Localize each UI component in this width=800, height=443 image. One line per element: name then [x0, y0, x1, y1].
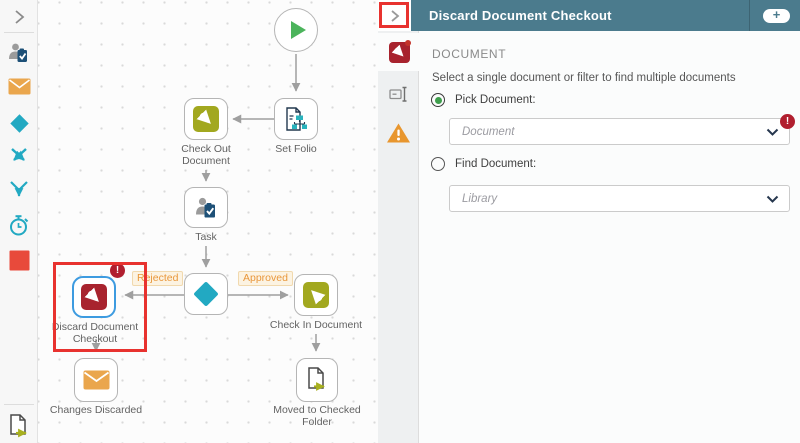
node-label: Check Out Document — [181, 143, 231, 168]
decision-icon[interactable] — [0, 112, 38, 135]
find-document-label: Find Document: — [455, 158, 537, 170]
check-in-icon — [303, 282, 329, 308]
split-paths-icon[interactable] — [0, 146, 38, 166]
node-discard-document-checkout[interactable] — [72, 276, 116, 318]
panel-tabstrip — [378, 31, 420, 443]
library-dropdown-placeholder: Library — [462, 192, 498, 205]
discard-checkout-icon — [388, 41, 410, 63]
shape-toolbar — [0, 0, 38, 443]
toolbar-divider — [4, 32, 34, 33]
panel-content: DOCUMENT Select a single document or fil… — [419, 31, 800, 443]
panel-collapse-button[interactable] — [378, 0, 411, 31]
node-label: Changes Discarded — [49, 404, 143, 416]
email-icon[interactable] — [0, 78, 38, 95]
library-dropdown[interactable]: Library — [449, 185, 790, 212]
decision-diamond-icon — [194, 282, 218, 306]
node-error-badge-icon — [110, 263, 125, 278]
pick-document-radio[interactable]: Pick Document: — [431, 93, 800, 107]
workflow-canvas[interactable]: Set Folio Check Out Document Task — [38, 0, 378, 443]
timer-icon[interactable] — [0, 214, 38, 238]
find-document-radio[interactable]: Find Document: — [431, 157, 800, 171]
toolbar-divider — [4, 404, 34, 405]
warning-icon — [387, 123, 410, 143]
pick-document-label: Pick Document: — [455, 94, 536, 106]
config-panel: Discard Document Checkout — [378, 0, 800, 443]
user-task-icon[interactable] — [0, 41, 38, 64]
node-label: Check In Document — [269, 319, 363, 331]
dropdown-error-badge-icon — [780, 114, 795, 129]
chevron-right-icon — [390, 9, 399, 22]
node-label: Discard Document Checkout — [51, 321, 139, 346]
radio-unselected-icon[interactable] — [431, 157, 445, 171]
node-label: Task — [195, 231, 217, 243]
play-icon — [291, 21, 306, 39]
panel-header: Discard Document Checkout — [378, 0, 800, 31]
move-document-icon[interactable] — [0, 413, 38, 440]
node-changes-discarded[interactable] — [74, 358, 118, 402]
node-decision[interactable] — [184, 273, 228, 315]
node-check-in-document[interactable] — [294, 274, 338, 316]
edge-label-rejected: Rejected — [132, 271, 184, 286]
chevron-down-icon — [766, 195, 779, 203]
tab-warnings[interactable] — [378, 114, 419, 152]
chevron-down-icon — [766, 128, 779, 136]
section-title: DOCUMENT — [432, 47, 507, 61]
node-label: Set Folio — [275, 143, 317, 155]
set-folio-icon — [285, 106, 307, 131]
task-icon — [195, 197, 215, 218]
toolbar-collapse-chevron-icon[interactable] — [0, 7, 38, 27]
red-placeholder-icon[interactable] — [0, 250, 38, 271]
add-icon[interactable] — [763, 8, 790, 23]
tab-rename[interactable] — [378, 75, 419, 113]
node-set-folio[interactable] — [274, 98, 318, 140]
node-moved-to-checked-folder[interactable] — [296, 358, 338, 402]
radio-selected-icon[interactable] — [431, 93, 445, 107]
workflow-edges — [91, 54, 321, 352]
section-description: Select a single document or filter to fi… — [432, 72, 736, 84]
rename-icon — [388, 86, 406, 102]
document-dropdown-placeholder: Document — [462, 125, 515, 138]
edge-label-approved: Approved — [238, 271, 293, 286]
document-dropdown[interactable]: Document — [449, 114, 795, 145]
discard-checkout-icon — [81, 284, 107, 310]
node-check-out-document[interactable] — [184, 98, 228, 140]
node-label: Moved to Checked Folder — [273, 404, 361, 429]
email-icon — [83, 370, 109, 390]
node-start[interactable] — [274, 8, 318, 52]
panel-title: Discard Document Checkout — [429, 8, 612, 23]
merge-paths-icon[interactable] — [0, 180, 38, 202]
node-task[interactable] — [184, 187, 228, 228]
panel-actions — [749, 0, 800, 31]
move-document-icon — [307, 367, 325, 391]
check-out-icon — [193, 106, 219, 132]
tab-discard-settings[interactable] — [378, 33, 420, 71]
notification-dot-icon — [405, 40, 411, 46]
